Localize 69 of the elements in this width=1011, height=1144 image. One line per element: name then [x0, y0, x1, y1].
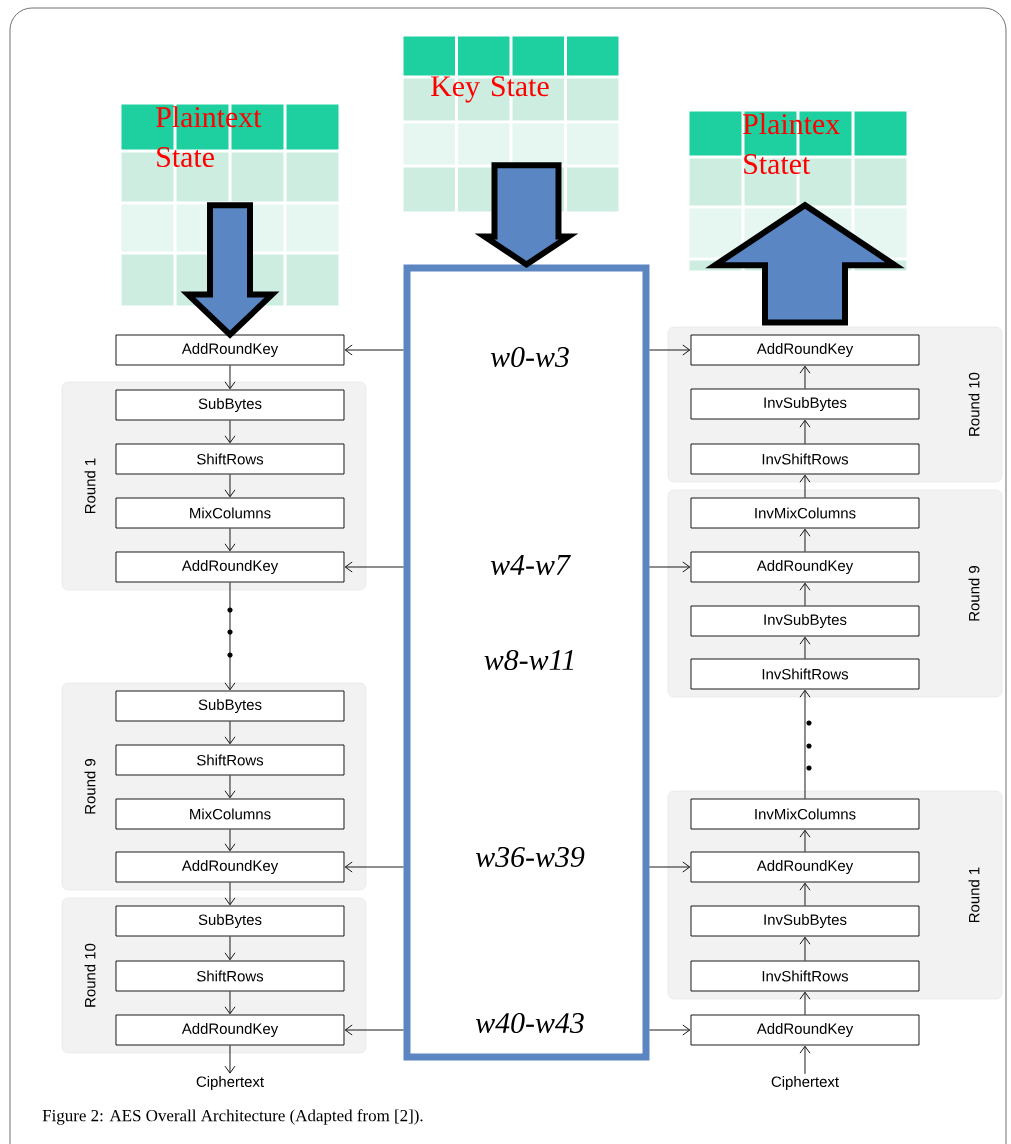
arrow [799, 365, 811, 389]
arrow [799, 936, 811, 961]
arrow [649, 344, 691, 356]
arrow [649, 1024, 691, 1036]
state-grid: Key State [403, 36, 619, 212]
arrow [649, 561, 691, 573]
output-label: Ciphertext [196, 1076, 264, 1090]
process-box: AddRoundKey [690, 851, 920, 883]
arrow [799, 474, 811, 498]
arrow [224, 936, 236, 961]
arrow [224, 528, 236, 552]
arrow [344, 561, 404, 573]
process-box: InvShiftRows [690, 443, 920, 475]
word-label: w0-w3 [490, 346, 569, 368]
process-box: AddRoundKey [690, 334, 920, 366]
arrow [799, 882, 811, 906]
process-box: ShiftRows [115, 744, 345, 776]
arrow [224, 582, 236, 691]
word-label: w4-w7 [490, 555, 571, 575]
process-box: AddRoundKey [690, 1014, 920, 1046]
process-box: AddRoundKey [115, 334, 345, 366]
arrow [224, 775, 236, 799]
figure-caption: Figure 2: AES Overall Architecture (Adapted from [2]). [42, 1109, 423, 1125]
process-box: AddRoundKey [115, 851, 345, 883]
arrow [224, 721, 236, 745]
arrow [799, 636, 811, 659]
arrow [224, 829, 236, 852]
word-label: w8-w11 [484, 649, 573, 671]
word-label: w40-w43 [475, 1012, 584, 1034]
process-box: MixColumns [115, 497, 345, 529]
process-box: InvSubBytes [690, 905, 920, 937]
process-box: SubBytes [115, 690, 345, 722]
process-box: InvShiftRows [690, 960, 920, 992]
block-arrow [474, 162, 579, 269]
word-label: w36-w39 [475, 846, 585, 868]
arrow [224, 365, 236, 390]
arrow [799, 1045, 811, 1075]
process-box: SubBytes [115, 905, 345, 937]
process-box: SubBytes [115, 389, 345, 421]
arrow [799, 528, 811, 552]
arrow [224, 1045, 236, 1074]
process-box: InvShiftRows [690, 658, 920, 690]
process-box: AddRoundKey [115, 551, 345, 583]
arrow [344, 1024, 404, 1036]
arrow [799, 582, 811, 606]
arrow [799, 991, 811, 1015]
block-arrow [180, 202, 280, 339]
process-box: ShiftRows [115, 443, 345, 475]
process-box: InvSubBytes [690, 388, 920, 420]
arrow [799, 829, 811, 852]
arrow [224, 420, 236, 444]
process-box: MixColumns [115, 798, 345, 830]
process-box: AddRoundKey [115, 1014, 345, 1046]
arrow [224, 991, 236, 1015]
arrow [799, 419, 811, 444]
arrow [799, 689, 811, 799]
block-arrow [705, 201, 905, 326]
process-box: InvSubBytes [690, 605, 920, 637]
arrow [344, 344, 404, 356]
arrow [224, 474, 236, 498]
process-box: AddRoundKey [690, 551, 920, 583]
arrow [649, 861, 691, 873]
arrow [344, 861, 404, 873]
process-box: InvMixColumns [690, 497, 920, 529]
process-box: InvMixColumns [690, 798, 920, 830]
output-label: Ciphertext [771, 1076, 839, 1090]
node-label: Key State [431, 76, 549, 103]
arrow [224, 882, 236, 906]
process-box: ShiftRows [115, 960, 345, 992]
